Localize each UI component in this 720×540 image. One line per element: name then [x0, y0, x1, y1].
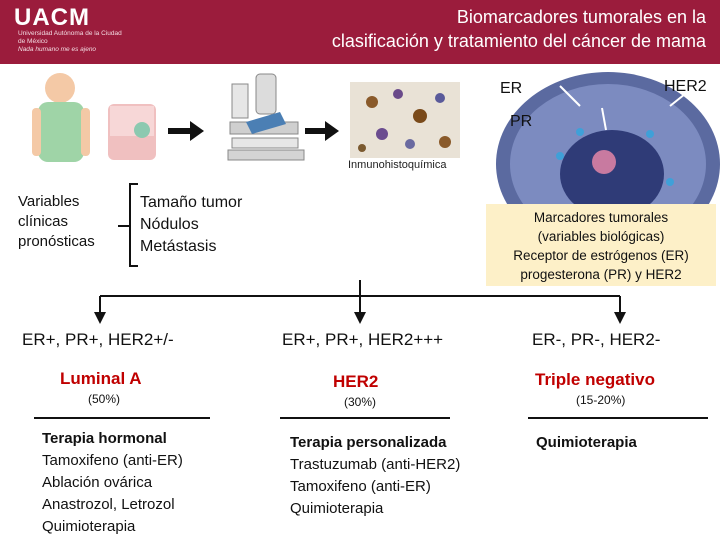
process-illustration: [32, 72, 720, 214]
clinical-item: Nódulos: [140, 216, 199, 233]
therapy-heading: Terapia hormonal: [42, 430, 167, 447]
therapy-item: Quimioterapia: [290, 500, 384, 517]
markers-line: Marcadores tumorales: [533, 210, 669, 225]
branch-percent: (15-20%): [576, 393, 626, 407]
markers-text: Marcadores tumorales (variables biológic…: [486, 208, 716, 284]
divider: [34, 417, 210, 419]
clinical-label-line: Variables: [18, 193, 80, 210]
branch-subtype: HER2: [333, 372, 379, 391]
markers-line: progesterona (PR) y HER2: [520, 267, 682, 282]
microscope-icon: [227, 73, 305, 161]
cell-receptors-illustration: [496, 72, 720, 214]
clinical-items: Tamaño tumor Nódulos Metástasis: [140, 192, 242, 258]
therapy-item: Tamoxifeno (anti-ER): [42, 452, 183, 469]
logo-subtitle: Universidad Autónoma de la Ciudad de Méx…: [18, 30, 128, 54]
therapy-list: Quimioterapia: [536, 432, 637, 454]
markers-box: [486, 204, 716, 286]
bracket-icon: [118, 183, 138, 267]
branch-profile: ER-, PR-, HER2-: [532, 330, 661, 349]
therapy-item: Trastuzumab (anti-HER2): [290, 456, 461, 473]
patient-figure-icon: [32, 73, 90, 162]
logo: UACM: [14, 4, 90, 31]
divider: [528, 417, 708, 419]
therapy-heading: Quimioterapia: [536, 434, 637, 451]
pr-label: PR: [510, 113, 533, 130]
header-bar: [0, 0, 720, 64]
markers-line: Receptor de estrógenos (ER): [513, 248, 689, 263]
arrow-right-icon: [305, 121, 339, 141]
therapy-list: Terapia hormonal Tamoxifeno (anti-ER) Ab…: [42, 428, 183, 538]
branch-profile: ER+, PR+, HER2+++: [282, 330, 444, 349]
title-line-1: Biomarcadores tumorales en la: [456, 7, 706, 27]
branch-connector: [94, 280, 626, 324]
therapy-heading: Terapia personalizada: [290, 434, 447, 451]
clinical-label-line: clínicas: [18, 213, 69, 230]
branch-percent: (30%): [344, 395, 377, 409]
ihc-stain-image: [350, 82, 460, 158]
logo-motto-text: Nada humano me es ajeno: [18, 46, 97, 53]
title-line-2: clasificación y tratamiento del cáncer d…: [331, 31, 706, 51]
branch-subtype: Luminal A: [60, 369, 142, 388]
clinical-item: Tamaño tumor: [140, 194, 243, 211]
therapy-item: Ablación ovárica: [42, 474, 153, 491]
clinical-variables-label: Variables clínicas pronósticas: [18, 192, 95, 252]
therapy-item: Quimioterapia: [42, 518, 136, 535]
er-label: ER: [500, 80, 523, 97]
branch-subtype: Triple negativo: [535, 370, 655, 389]
therapy-list: Terapia personalizada Trastuzumab (anti-…: [290, 432, 460, 520]
therapy-item: Tamoxifeno (anti-ER): [290, 478, 431, 495]
logo-subtitle-text: Universidad Autónoma de la Ciudad de Méx…: [18, 30, 122, 45]
her2-label: HER2: [664, 78, 707, 95]
ihc-label: Inmunohistoquímica: [348, 159, 447, 171]
divider: [280, 417, 450, 419]
clinical-label-line: pronósticas: [18, 233, 95, 250]
clinical-item: Metástasis: [140, 238, 217, 255]
arrow-right-icon: [168, 121, 204, 141]
branch-percent: (50%): [88, 392, 121, 406]
page-title: Biomarcadores tumorales en la clasificac…: [186, 5, 706, 53]
markers-line: (variables biológicas): [537, 229, 665, 244]
therapy-item: Anastrozol, Letrozol: [42, 496, 175, 513]
branch-profile: ER+, PR+, HER2+/-: [22, 330, 174, 349]
tissue-sample-icon: [108, 104, 156, 160]
